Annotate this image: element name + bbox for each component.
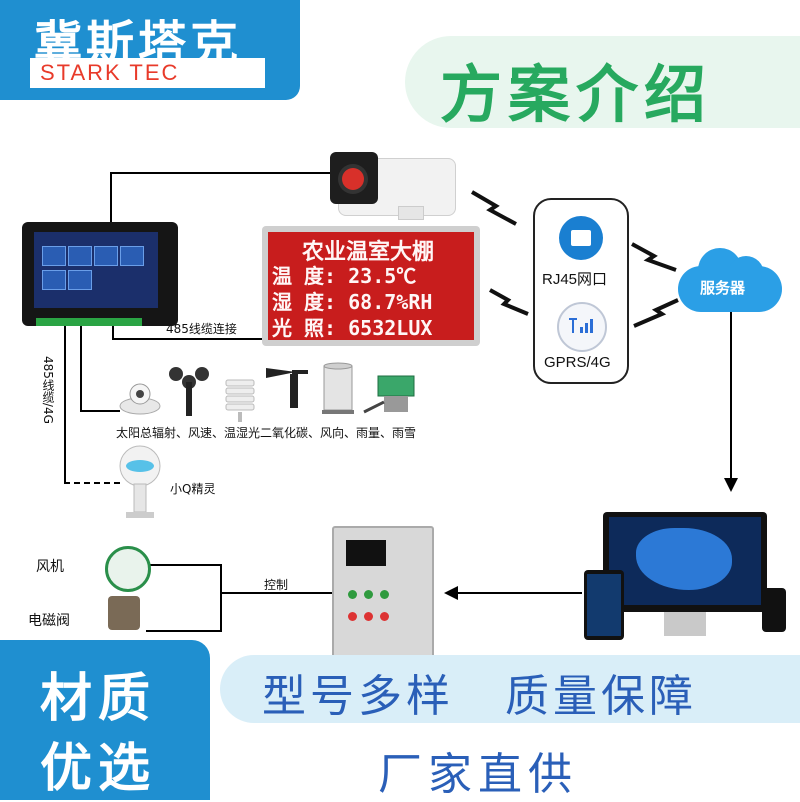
- brand-sub-background: [30, 58, 265, 88]
- phone-device: [762, 588, 786, 632]
- server-label: 服务器: [700, 279, 746, 297]
- gprs-label: GPRS/4G: [544, 354, 611, 371]
- cabinet-button: [364, 590, 373, 599]
- monitor-stand: [664, 612, 706, 636]
- line-control-v: [220, 564, 222, 632]
- cabinet-button: [380, 590, 389, 599]
- label-485-connection: 485线缆连接: [166, 322, 237, 336]
- line-sensor-trunk: [80, 326, 82, 412]
- sensor-caption: 太阳总辐射、风速、温湿光二氧化碳、风向、雨量、雨雪: [116, 426, 417, 440]
- fan-icon: [105, 546, 151, 592]
- wireless-signal-icon: [470, 190, 517, 226]
- led-display: [268, 232, 474, 340]
- line-485-connection: [112, 338, 264, 340]
- tablet-screen: [587, 574, 621, 636]
- slogan-3: 厂家直供: [378, 749, 578, 800]
- line-control-h: [222, 592, 332, 594]
- solar-radiation-sensor-icon: [119, 383, 161, 415]
- cabinet-screen: [346, 540, 386, 566]
- led-title: 农业温室大棚: [302, 240, 435, 265]
- wind-speed-sensor-icon: [169, 367, 209, 416]
- led-light: 光 照: 6532LUX: [272, 316, 433, 340]
- panel-terminal-strip: [36, 318, 142, 326]
- panel-tile: [42, 270, 66, 290]
- line-sensor-branch: [80, 410, 120, 412]
- line-valve: [146, 630, 222, 632]
- map-visual: [636, 528, 732, 590]
- cabinet-button: [364, 612, 373, 621]
- wireless-signal-icon: [631, 242, 677, 272]
- brand-en: STARK TEC: [40, 60, 180, 85]
- camera-mount: [398, 206, 424, 220]
- xiaoq-sensor-icon: [119, 445, 161, 518]
- rain-snow-sensor-icon: [363, 375, 415, 414]
- line-panel-down: [112, 326, 114, 340]
- panel-tile: [120, 246, 144, 266]
- rj45-port-icon: [571, 230, 591, 246]
- control-label: 控制: [264, 578, 289, 592]
- slogan-1: 型号多样: [262, 671, 454, 722]
- arrow-to-monitor: [724, 478, 738, 492]
- xiaoq-label: 小Q精灵: [170, 482, 216, 496]
- cabinet-button: [380, 612, 389, 621]
- valve-label: 电磁阀: [28, 613, 70, 629]
- line-xiaoq-trunk: [64, 326, 66, 482]
- scheme-banner: [405, 36, 800, 128]
- thp-co2-sensor-icon: [225, 379, 255, 422]
- led-humidity: 湿 度: 68.7%RH: [272, 290, 433, 314]
- arrow-to-cabinet: [444, 586, 458, 600]
- slogan-band: [220, 655, 800, 723]
- line-panel-camera-v: [110, 172, 112, 224]
- panel-tile: [94, 246, 118, 266]
- line-gateway-server: [730, 312, 732, 480]
- rain-gauge-icon: [322, 362, 354, 414]
- material-banner: [0, 640, 210, 800]
- camera-lens-icon: [342, 168, 364, 190]
- slogan-2: 质量保障: [505, 671, 697, 722]
- valve-icon: [108, 596, 140, 630]
- line-xiaoq-branch: [64, 482, 120, 484]
- signal-bars-icon: [569, 318, 593, 333]
- panel-tile: [42, 246, 66, 266]
- panel-tile: [68, 246, 92, 266]
- label-485-4g: 485线缆/4G: [41, 356, 55, 424]
- panel-tile: [68, 270, 92, 290]
- fan-label: 风机: [36, 559, 64, 575]
- material-text-2: 优选: [40, 739, 157, 799]
- wireless-signal-icon: [489, 288, 529, 316]
- cabinet-button: [348, 590, 357, 599]
- rj45-label: RJ45网口: [542, 271, 608, 288]
- cloud-icon-base: [678, 266, 782, 312]
- cabinet-button: [348, 612, 357, 621]
- wind-direction-sensor-icon: [266, 368, 308, 408]
- line-fan: [150, 564, 222, 566]
- scheme-title: 方案介绍: [440, 58, 713, 131]
- line-panel-camera-h: [110, 172, 332, 174]
- material-text-1: 材质: [40, 669, 157, 729]
- wireless-signal-icon: [633, 298, 679, 328]
- line-monitor-cabinet: [456, 592, 582, 594]
- led-temperature: 温 度: 23.5℃: [272, 264, 417, 288]
